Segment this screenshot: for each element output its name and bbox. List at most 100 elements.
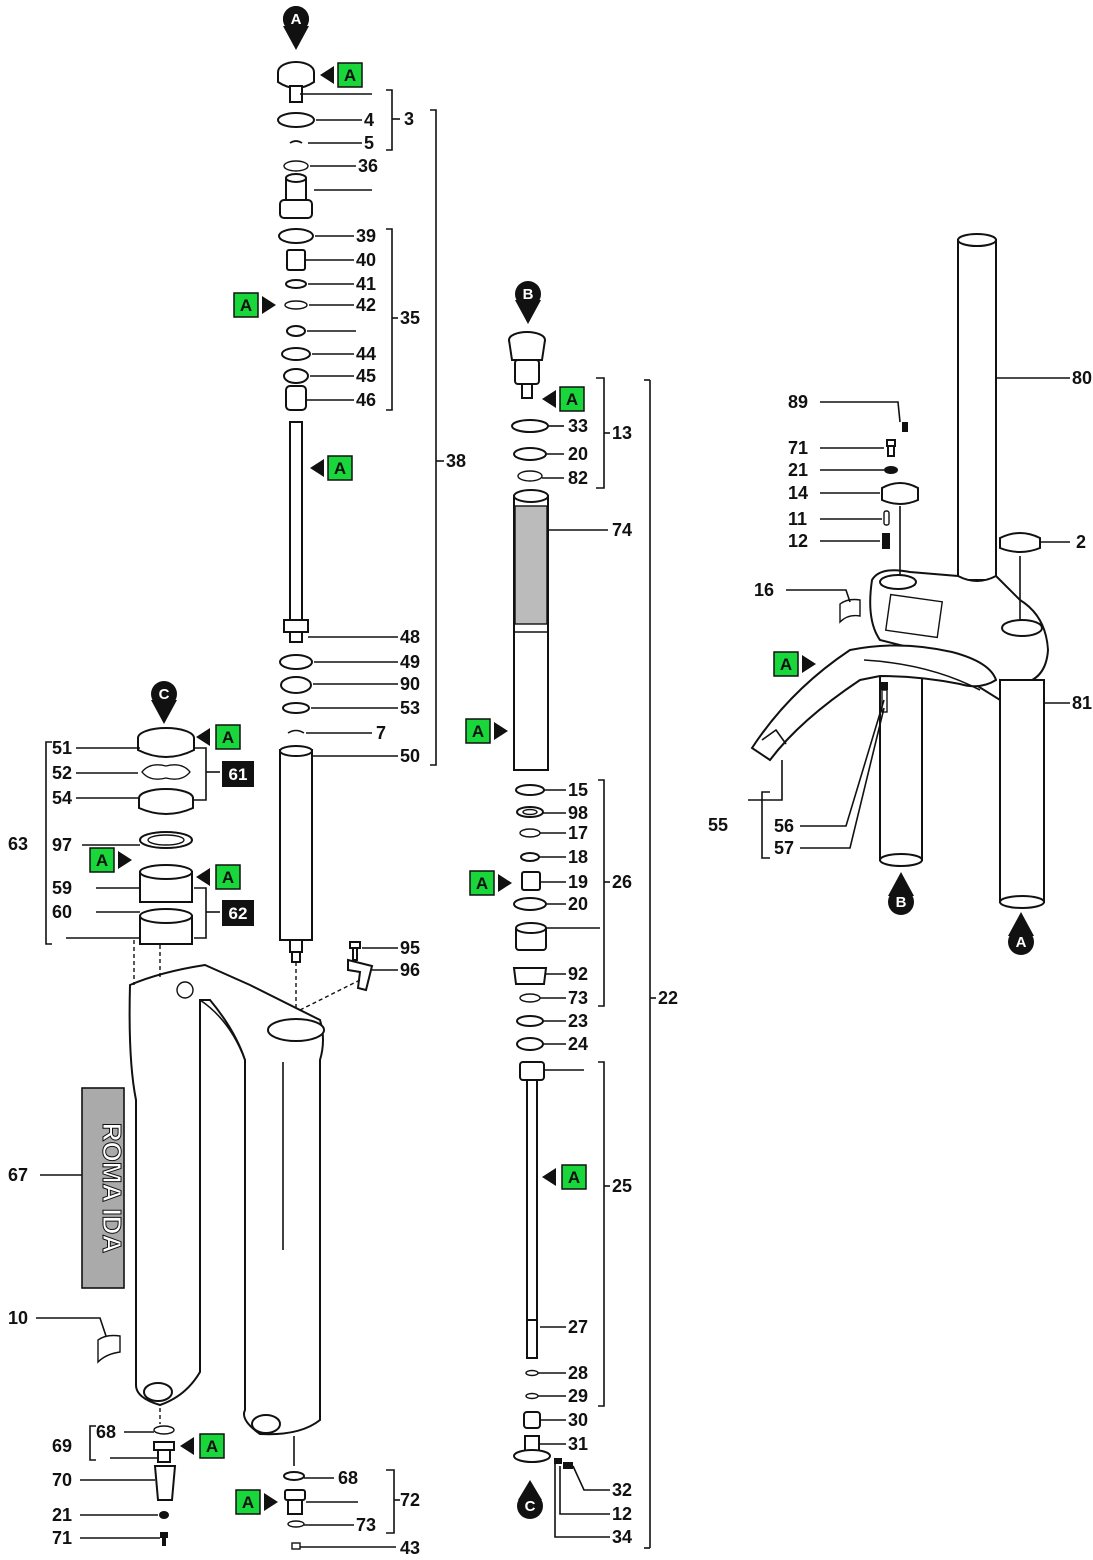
pin-label: B <box>896 894 907 911</box>
callout: 21 <box>788 460 808 480</box>
callout: 73 <box>356 1515 376 1535</box>
callout: 24 <box>568 1034 588 1054</box>
callout: 20 <box>568 894 588 914</box>
callout: 98 <box>568 803 588 823</box>
callout: 54 <box>52 788 72 808</box>
tag-a: A <box>469 870 512 896</box>
callout: 92 <box>568 964 588 984</box>
tag-a: A <box>196 864 241 890</box>
svg-text:A: A <box>206 1437 218 1456</box>
callout: 60 <box>52 902 72 922</box>
callout: 22 <box>658 988 678 1008</box>
callout: 40 <box>356 250 376 270</box>
callout: 30 <box>568 1410 588 1430</box>
tag-a: A <box>235 1489 278 1515</box>
callout: 23 <box>568 1011 588 1031</box>
callout: 97 <box>52 835 72 855</box>
part-damper-shaft <box>519 1061 545 1359</box>
kit-label-61: 61 <box>222 761 254 787</box>
callout: 17 <box>568 823 588 843</box>
svg-text:A: A <box>242 1493 254 1512</box>
callout: 50 <box>400 746 420 766</box>
callout: 82 <box>568 468 588 488</box>
part-air-tube <box>279 745 313 963</box>
callout: 51 <box>52 738 72 758</box>
callout: 25 <box>612 1176 632 1196</box>
tag-a: A <box>465 718 508 744</box>
callout: 81 <box>1072 693 1092 713</box>
callout: 55 <box>708 815 728 835</box>
pin-b-right: B <box>888 872 914 915</box>
part-damper-cartridge <box>513 489 549 771</box>
callout: 67 <box>8 1165 28 1185</box>
callout: 39 <box>356 226 376 246</box>
tag-a: A <box>310 455 353 481</box>
callout: 11 <box>788 509 807 529</box>
callout: 44 <box>356 344 376 364</box>
callout: 29 <box>568 1386 588 1406</box>
svg-text:A: A <box>222 868 234 887</box>
decal-67: ROMA IDA <box>81 1087 128 1289</box>
callout: 7 <box>376 723 386 743</box>
callout: 53 <box>400 698 420 718</box>
tag-a: A <box>196 724 241 750</box>
svg-text:A: A <box>472 722 484 741</box>
svg-text:A: A <box>344 66 356 85</box>
tag-a: A <box>180 1433 225 1459</box>
callout: 34 <box>612 1527 632 1547</box>
decal-text: ROMA IDA <box>97 1123 127 1254</box>
callout: 12 <box>612 1504 632 1524</box>
callout: 48 <box>400 627 420 647</box>
callout: 18 <box>568 847 588 867</box>
torque-tags: A A A A A A A A A A A A A <box>89 62 816 1515</box>
pin-a-right: A <box>1008 912 1034 955</box>
callout: 80 <box>1072 368 1092 388</box>
damper-stack: B <box>508 281 656 1549</box>
callout: 33 <box>568 416 588 436</box>
callout: 35 <box>400 308 420 328</box>
part-top-cap <box>277 61 315 103</box>
svg-text:A: A <box>240 296 252 315</box>
callout: 28 <box>568 1363 588 1383</box>
tag-a: A <box>773 651 816 677</box>
callout: 43 <box>400 1538 420 1558</box>
callout-numbers: 4 5 3 36 39 40 41 42 35 44 45 46 38 48 4… <box>8 109 1092 1558</box>
callout: 46 <box>356 390 376 410</box>
callout: 10 <box>8 1308 28 1328</box>
callout: 26 <box>612 872 632 892</box>
kit-label-62: 62 <box>222 900 254 926</box>
callout: 59 <box>52 878 72 898</box>
callout: 15 <box>568 780 588 800</box>
callout: 95 <box>400 938 420 958</box>
svg-text:A: A <box>780 655 792 674</box>
part-fitting <box>279 173 313 219</box>
crown-assembly: B A <box>748 233 1070 955</box>
callout: 70 <box>52 1470 72 1490</box>
callout: 63 <box>8 834 28 854</box>
callout: 14 <box>788 483 808 503</box>
callout: 38 <box>446 451 466 471</box>
callout: 42 <box>356 295 376 315</box>
pin-c-mid: C <box>517 1480 543 1519</box>
callout: 21 <box>52 1505 72 1525</box>
tag-a: A <box>542 1164 587 1190</box>
pin-c-left: C <box>151 681 177 724</box>
callout: 90 <box>400 674 420 694</box>
callout: 36 <box>358 156 378 176</box>
tag-a: A <box>320 62 363 88</box>
callout: 71 <box>788 438 808 458</box>
pin-label: A <box>291 11 302 28</box>
callout: 19 <box>568 872 588 892</box>
pin-b-mid: B <box>515 281 541 324</box>
callout: 27 <box>568 1317 588 1337</box>
callout: 56 <box>774 816 794 836</box>
pin-label: C <box>159 686 170 703</box>
callout: 89 <box>788 392 808 412</box>
callout: 45 <box>356 366 376 386</box>
callout: 20 <box>568 444 588 464</box>
callout: 16 <box>754 580 774 600</box>
svg-text:A: A <box>566 390 578 409</box>
callout: 32 <box>612 1480 632 1500</box>
svg-text:A: A <box>222 728 234 747</box>
callout: 57 <box>774 838 794 858</box>
